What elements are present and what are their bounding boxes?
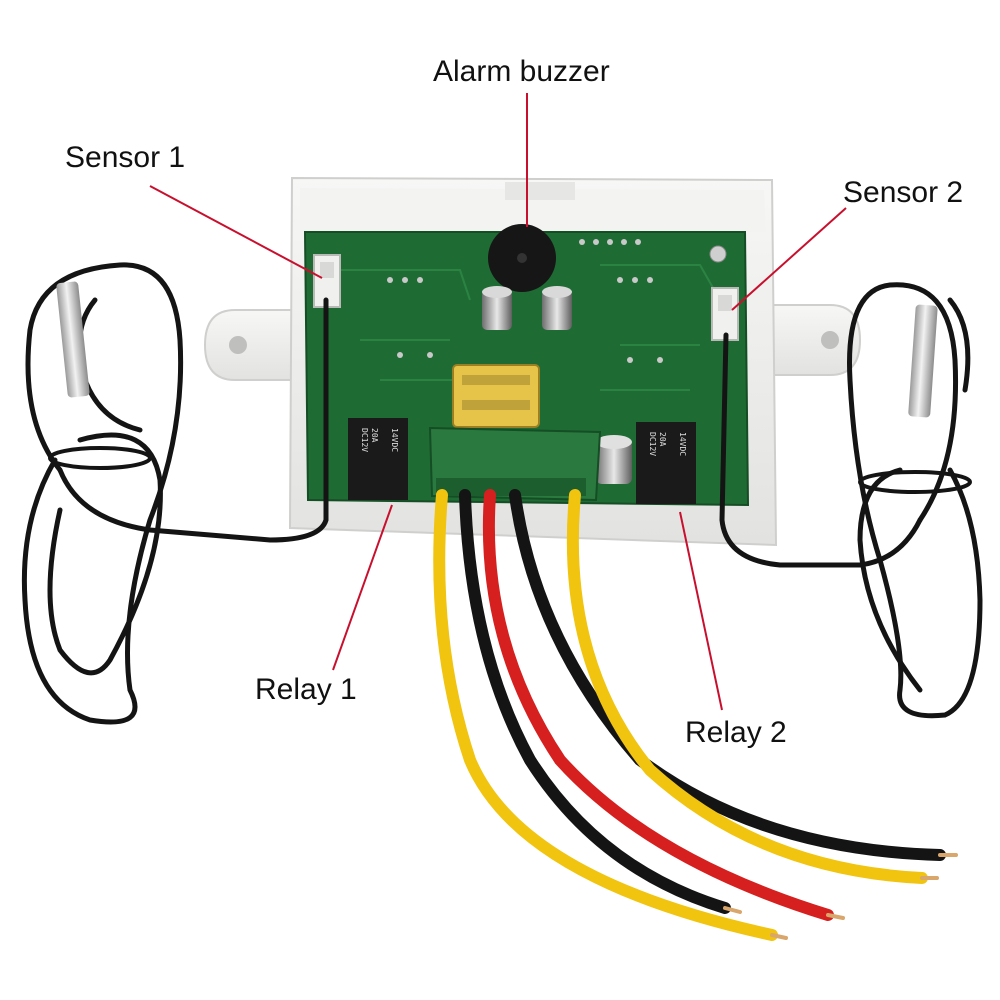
svg-text:DC12V: DC12V (360, 428, 369, 452)
output-wires (433, 489, 946, 941)
relay-2-component: 20A DC12V 14VDC (636, 422, 696, 504)
sensor-2-cable (719, 282, 983, 719)
svg-text:DC12V: DC12V (648, 432, 657, 456)
callout-line-sensor-2 (731, 207, 847, 311)
sensor-1-probe (56, 281, 90, 398)
svg-text:14VDC: 14VDC (390, 428, 399, 452)
callout-sensor-2: Sensor 2 (843, 176, 964, 209)
callout-line-relay-1 (332, 504, 393, 671)
sensor-2-cable-loop (858, 470, 972, 494)
transformer-component (452, 364, 540, 428)
callout-sensor-1: Sensor 1 (65, 141, 186, 174)
sensor-2-probe (908, 304, 938, 418)
mounting-ear-left (203, 309, 301, 381)
sensor-1-cable-loop (48, 446, 152, 470)
capacitor-left (482, 286, 512, 330)
callout-line-sensor-1 (149, 185, 323, 279)
relay-1-component: 20A DC12V 14VDC (348, 418, 408, 500)
svg-text:14VDC: 14VDC (678, 432, 687, 456)
callout-alarm-buzzer: Alarm buzzer (433, 55, 610, 88)
wire-tips (723, 853, 958, 940)
svg-text:20A: 20A (370, 428, 379, 443)
buzzer-component (488, 224, 556, 292)
mounting-ear-right (769, 304, 862, 376)
callout-line-relay-2 (679, 511, 723, 711)
capacitor-middle (542, 286, 572, 330)
svg-text:20A: 20A (658, 432, 667, 447)
capacitor-right (596, 435, 632, 484)
callout-relay-1: Relay 1 (255, 673, 357, 706)
callout-relay-2: Relay 2 (685, 716, 787, 749)
sensor-2-connector (711, 287, 739, 341)
terminal-block (428, 426, 602, 502)
